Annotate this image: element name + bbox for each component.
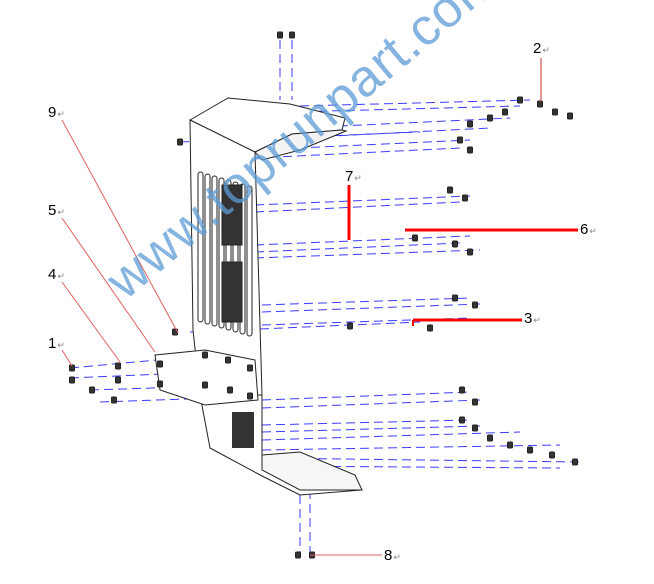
bolt-icon — [487, 434, 493, 442]
grille-core — [221, 184, 243, 246]
axis-line — [261, 425, 481, 433]
bolt-icon — [459, 416, 465, 424]
bolt-icon — [289, 31, 295, 39]
bolt-icon — [552, 108, 558, 116]
radiator-grille — [197, 171, 253, 337]
leader-1 — [61, 349, 73, 367]
leader-9 — [61, 119, 179, 334]
leader-5 — [61, 217, 156, 353]
bolt-icon — [69, 376, 75, 384]
bolt-icon — [467, 120, 473, 128]
bolt-icon — [295, 551, 301, 559]
bolt-icon — [452, 240, 458, 248]
bolt-icon — [537, 100, 543, 108]
bolt-icon — [347, 322, 353, 330]
bolt-icon — [572, 458, 578, 466]
bolt-icon — [447, 186, 453, 194]
bolt-icon — [412, 234, 418, 242]
callout-5: 5↵ — [48, 202, 65, 219]
bolt-icon — [115, 376, 121, 384]
bolt-icon — [247, 364, 253, 372]
bolt-icon — [462, 194, 468, 202]
axis-line — [254, 201, 461, 213]
axis-line — [261, 303, 481, 313]
bolt-icon — [467, 146, 473, 154]
bolt-icon — [467, 248, 473, 256]
callout-4: 4↵ — [48, 266, 65, 283]
bolt-icon — [459, 386, 465, 394]
bolt-icon — [227, 386, 233, 394]
grille-fin — [218, 177, 225, 329]
callout-7: 7↵ — [345, 168, 362, 185]
axis-line — [299, 99, 531, 107]
side-panel — [254, 129, 348, 161]
bottom-plate — [261, 451, 363, 491]
grille-fin — [232, 181, 239, 333]
axis-line — [254, 249, 481, 259]
grille-fin — [211, 175, 218, 327]
grille-core — [221, 261, 243, 323]
axis-line — [254, 127, 491, 141]
leader-4 — [61, 281, 121, 363]
bolt-icon — [517, 96, 523, 104]
fasteners — [69, 31, 578, 559]
axis-line — [261, 297, 471, 306]
vent-block — [232, 412, 254, 448]
axis-line — [261, 444, 561, 451]
bolt-icon — [115, 362, 121, 370]
axis-line — [261, 457, 581, 463]
callout-3: 3↵ — [524, 310, 541, 327]
bolt-icon — [157, 380, 163, 388]
bolt-icon — [202, 351, 208, 359]
bolt-icon — [567, 112, 573, 120]
grille-fin — [246, 185, 253, 337]
axis-line — [261, 431, 521, 441]
bolt-icon — [452, 294, 458, 302]
callout-9: 9↵ — [48, 104, 65, 121]
bolt-icon — [177, 138, 183, 146]
bolt-icon — [202, 381, 208, 389]
axis-line — [254, 242, 461, 253]
bolt-icon — [427, 324, 433, 332]
bolt-icon — [157, 360, 163, 368]
bolt-icon — [487, 114, 493, 122]
bolt-icon — [549, 451, 555, 459]
grille-fin — [239, 183, 246, 335]
bolt-icon — [457, 136, 463, 144]
axis-line — [254, 235, 471, 246]
leader-lines — [61, 58, 578, 556]
bolt-icon — [472, 424, 478, 432]
axis-line — [254, 195, 471, 206]
bolt-icon — [69, 364, 75, 372]
bolt-icon — [472, 398, 478, 406]
callout-6: 6↵ — [580, 221, 597, 238]
callout-2: 2↵ — [533, 40, 550, 57]
grille-fin — [225, 179, 232, 331]
bolt-icon — [225, 356, 231, 364]
bolt-icon — [507, 441, 513, 449]
axis-line — [99, 397, 216, 403]
axis-line — [69, 355, 201, 369]
bolt-icon — [277, 31, 283, 39]
grille-fin — [197, 171, 204, 323]
bolt-icon — [111, 396, 117, 404]
bolt-icon — [472, 301, 478, 309]
bolt-icon — [89, 386, 95, 394]
axis-line — [261, 391, 471, 401]
axis-line — [289, 105, 521, 113]
grille-fin — [204, 173, 211, 325]
axis-line — [261, 419, 471, 426]
callout-1: 1↵ — [48, 335, 65, 352]
bolt-icon — [527, 446, 533, 454]
bolt-icon — [247, 392, 253, 400]
axis-line — [261, 399, 481, 409]
bolt-icon — [502, 108, 508, 116]
axis-line — [254, 147, 461, 159]
axis-line — [189, 321, 421, 333]
callout-8: 8↵ — [384, 547, 401, 564]
